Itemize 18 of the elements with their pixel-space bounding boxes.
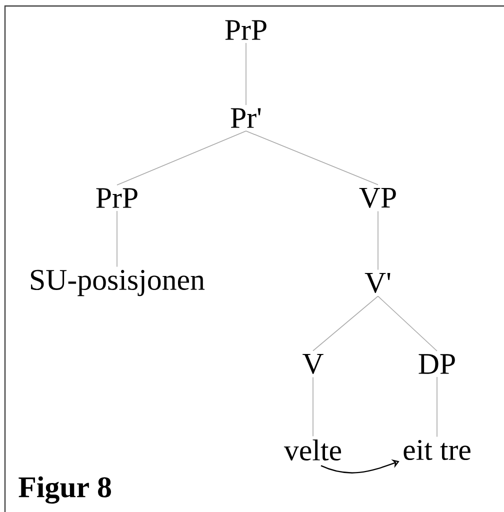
- tree-label: eit tre: [404, 440, 470, 460]
- branch-line: [246, 130, 378, 186]
- branch-line: [312, 376, 314, 437]
- figure-caption: Figur 8: [18, 476, 111, 504]
- tree-label: V': [364, 272, 390, 293]
- branch-line: [116, 130, 246, 186]
- branch-line: [378, 296, 438, 352]
- tree-label: velte: [284, 440, 342, 461]
- tree-label: PrP: [96, 188, 138, 208]
- tree-label: VP: [359, 188, 396, 208]
- branch-line: [436, 376, 438, 438]
- tree-label: Pr': [230, 108, 261, 128]
- tree-label: DP: [418, 354, 455, 374]
- tree-label: SU-posisjonen: [31, 270, 205, 296]
- tree-label: V: [302, 354, 324, 374]
- branch-line: [116, 210, 118, 268]
- tree-label: PrP: [225, 20, 266, 40]
- branch-line: [312, 296, 378, 352]
